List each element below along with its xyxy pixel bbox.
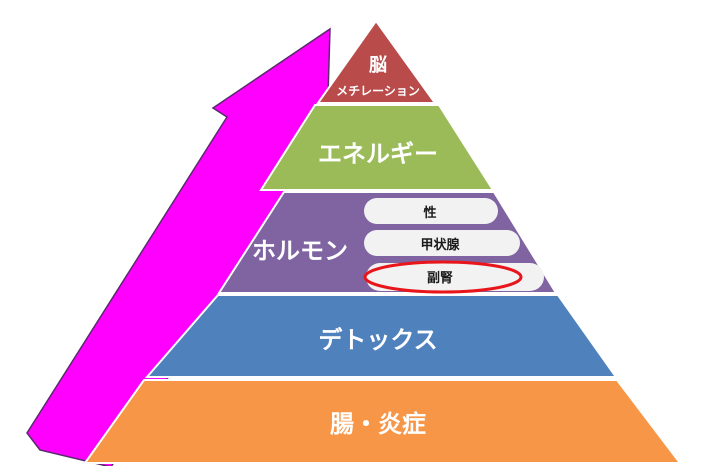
highlight-ring (363, 260, 523, 294)
layer-brain (316, 19, 437, 104)
pill-thyroid (364, 230, 520, 256)
pill-sex (364, 198, 498, 224)
pill-adrenal (366, 263, 544, 291)
layer-detox-label: デトックス (318, 326, 437, 354)
layer-energy-label: エネルギー (318, 140, 438, 168)
pill-thyroid-label: 甲状腺 (420, 237, 460, 253)
layer-brain-label: 脳 (369, 55, 387, 76)
layer-brain-sublabel: メチレーション (336, 84, 420, 98)
layer-gut (83, 379, 683, 464)
layer-detox (144, 294, 618, 378)
pill-sex-label: 性 (423, 205, 436, 221)
pill-adrenal-label: 副腎 (427, 271, 453, 286)
layer-hormone-label: ホルモン (252, 237, 348, 265)
layer-gut-label: 腸・炎症 (330, 410, 426, 438)
layer-energy (259, 104, 495, 191)
